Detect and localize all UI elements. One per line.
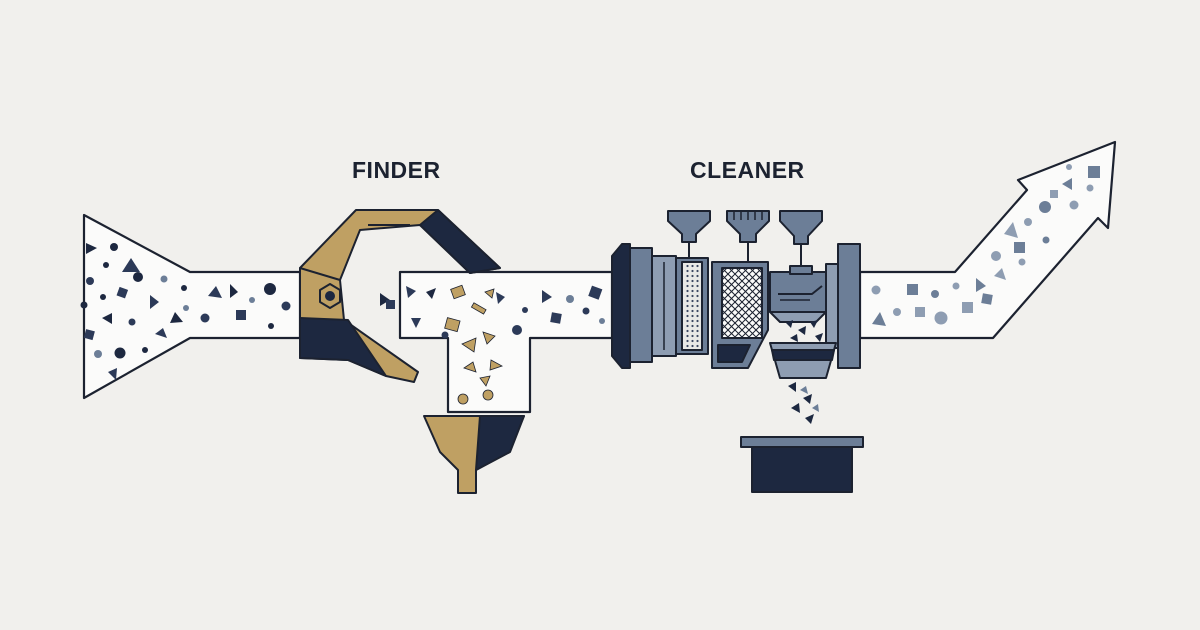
funnel-icon: [423, 415, 525, 494]
filter-machine-icon: [611, 210, 861, 369]
found-particles: [444, 284, 503, 405]
rejected-particles: [786, 320, 823, 424]
filter-mesh: [722, 268, 762, 338]
catch-cup-icon: [769, 342, 837, 379]
hoppers: [667, 210, 823, 266]
data-stream: [82, 140, 1117, 414]
cleaner-label: CLEANER: [690, 157, 805, 183]
output-particles: [871, 164, 1100, 326]
robotic-arm-icon: [299, 209, 501, 383]
waste-bin-icon: [740, 436, 864, 493]
intake-particles: [80, 243, 291, 380]
filter-dots: [686, 264, 699, 348]
middle-particles: [380, 284, 605, 405]
finder-label: FINDER: [352, 157, 441, 183]
